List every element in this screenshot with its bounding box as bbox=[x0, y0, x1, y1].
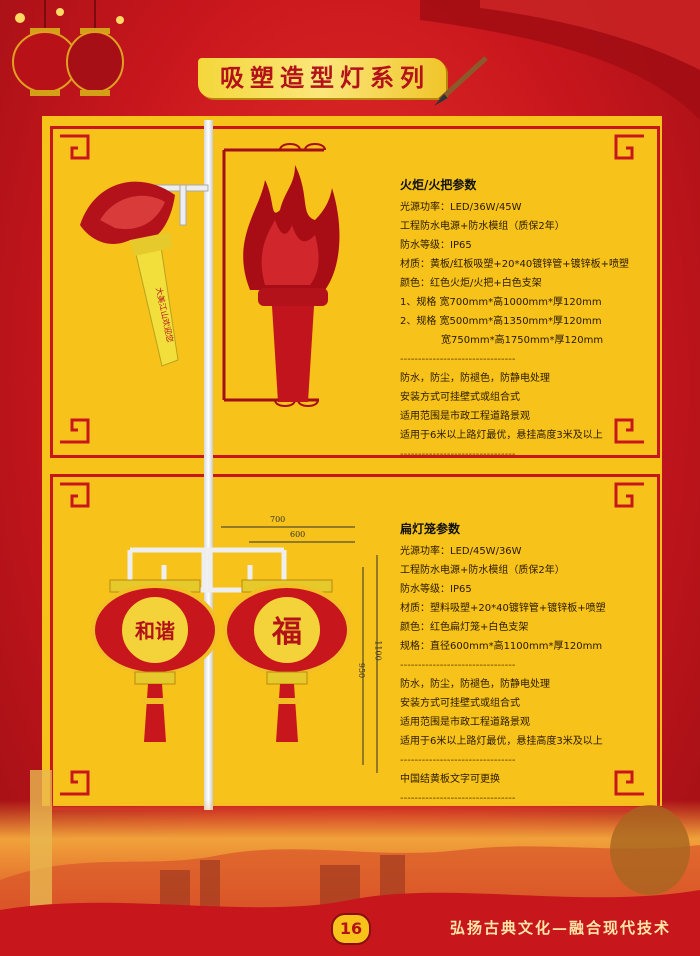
torch-spec-row: 防水，防尘，防褪色，防静电处理 bbox=[400, 373, 550, 384]
lantern-spec-row: 规格：直径600mm*高1100mm*厚120mm bbox=[400, 641, 603, 652]
light-pole bbox=[204, 120, 213, 810]
divider: -------------------------------- bbox=[400, 449, 516, 460]
lantern-spec-row: 光源功率：LED/45W/36W bbox=[400, 546, 522, 557]
lantern-spec-row: 适用范围是市政工程道路景观 bbox=[400, 717, 530, 728]
torch-spec-row: 材质：黄板/红板吸塑+20*40镀锌管+镀锌板+喷塑 bbox=[400, 259, 629, 270]
footer-scenery-decoration bbox=[0, 770, 700, 956]
lantern-spec-row: 防水等级：IP65 bbox=[400, 584, 472, 595]
lantern-spec-row: 安装方式可挂壁式或组合式 bbox=[400, 698, 520, 709]
divider: -------------------------------- bbox=[400, 793, 516, 804]
dimension-lines bbox=[221, 526, 378, 773]
lantern-illustration: 和谐 福 bbox=[91, 547, 351, 742]
torch-spec-row: 光源功率：LED/36W/45W bbox=[400, 202, 522, 213]
left-lantern-text: 和谐 bbox=[135, 619, 175, 643]
torch-spec-row: 工程防水电源+防水模组（质保2年） bbox=[400, 221, 565, 232]
torch-spec-row: 安装方式可挂壁式或组合式 bbox=[400, 392, 520, 403]
divider: -------------------------------- bbox=[400, 660, 516, 671]
lantern-note: 中国结黄板文字可更换 bbox=[400, 774, 500, 785]
footer-slogan: 弘扬古典文化—融合现代技术 bbox=[450, 919, 672, 937]
torch-spec-row: 防水等级：IP65 bbox=[400, 240, 472, 251]
brush-icon bbox=[434, 56, 488, 106]
lantern-spec-row: 防水，防尘，防褪色，防静电处理 bbox=[400, 679, 550, 690]
right-lantern-text: 福 bbox=[271, 615, 302, 650]
torch-spec-row: 宽750mm*高1750mm*厚120mm bbox=[441, 335, 604, 346]
lantern-spec-row: 材质：塑料吸塑+20*40镀锌管+镀锌板+喷塑 bbox=[400, 603, 606, 614]
page-title: 吸塑造型灯系列 bbox=[220, 63, 430, 92]
height-outer-label: 1100 bbox=[373, 640, 383, 661]
title-banner bbox=[198, 58, 446, 98]
page-number: 16 bbox=[331, 913, 371, 945]
lantern-spec-row: 颜色：红色扁灯笼+白色支架 bbox=[400, 622, 529, 633]
curtain-drape-decoration bbox=[420, 0, 700, 120]
top-section-frame bbox=[50, 126, 660, 458]
lantern-spec-row: 工程防水电源+防水模组（质保2年） bbox=[400, 565, 565, 576]
lantern-spec-block: 扁灯笼参数 光源功率：LED/45W/36W 工程防水电源+防水模组（质保2年）… bbox=[400, 520, 650, 808]
torch-spec-row: 2、规格 宽500mm*高1350mm*厚120mm bbox=[400, 316, 602, 327]
torch-spec-row: 适用范围是市政工程道路景观 bbox=[400, 411, 530, 422]
torch-illustration: 大美江山欢迎您 bbox=[80, 143, 340, 407]
torch-spec-row: 1、规格 宽700mm*高1000mm*厚120mm bbox=[400, 297, 602, 308]
divider: -------------------------------- bbox=[400, 755, 516, 766]
divider: -------------------------------- bbox=[400, 354, 516, 365]
lantern-spec-heading: 扁灯笼参数 bbox=[400, 522, 461, 536]
torch-spec-row: 颜色：红色火炬/火把+白色支架 bbox=[400, 278, 542, 289]
torch-spec-row: 适用于6米以上路灯最优，悬挂高度3米及以上 bbox=[400, 430, 603, 441]
lantern-spec-row: 适用于6米以上路灯最优，悬挂高度3米及以上 bbox=[400, 736, 603, 747]
hanging-lanterns-decoration bbox=[12, 0, 124, 96]
width-inner-label: 600 bbox=[290, 530, 306, 539]
torch-spec-heading: 火炬/火把参数 bbox=[400, 178, 477, 192]
width-outer-label: 700 bbox=[270, 515, 286, 524]
height-inner-label: 950 bbox=[357, 662, 367, 679]
torch-spec-block: 火炬/火把参数 光源功率：LED/36W/45W 工程防水电源+防水模组（质保2… bbox=[400, 176, 650, 464]
